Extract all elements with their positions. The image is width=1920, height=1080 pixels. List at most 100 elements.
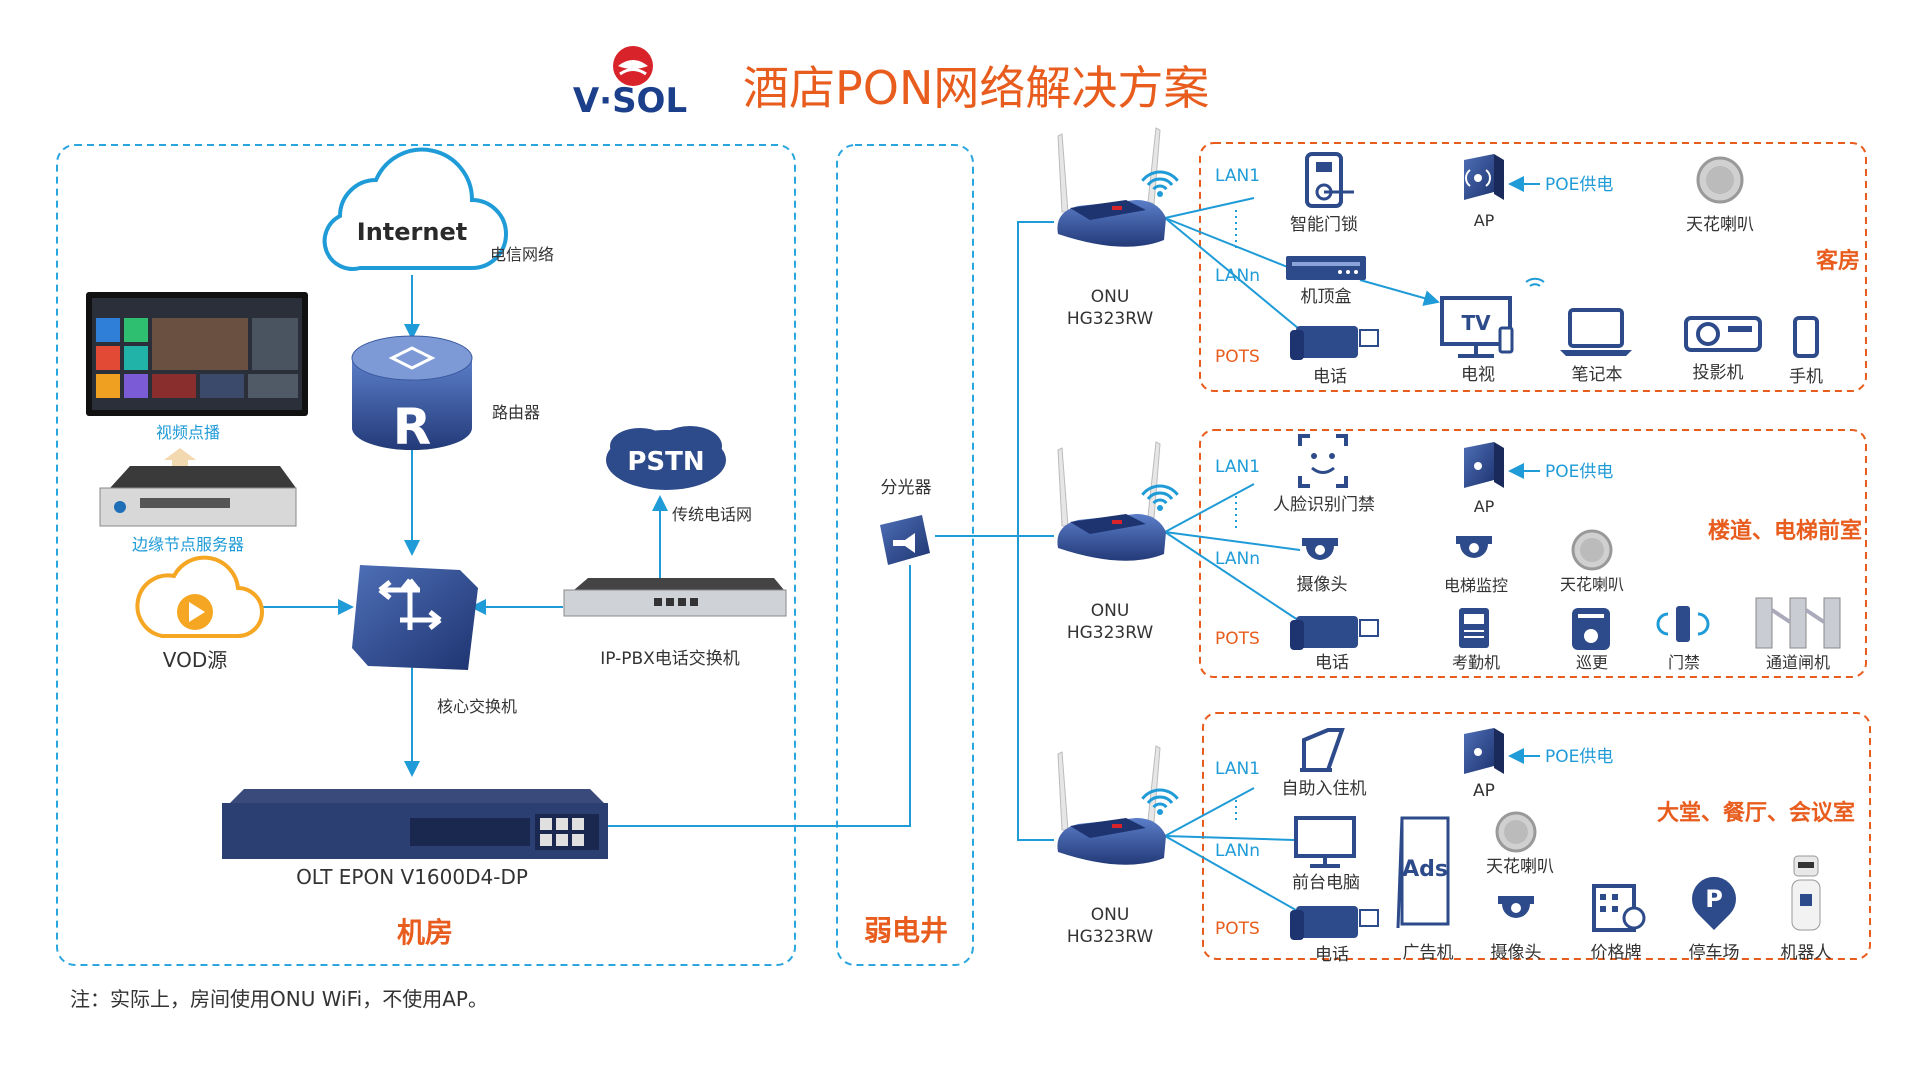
wifi-icon — [1141, 484, 1179, 511]
ceiling-speaker-icon — [1571, 529, 1613, 571]
onu-label: ONU — [1091, 601, 1130, 621]
attendance-machine-icon — [1459, 608, 1489, 648]
self-check-in-kiosk-icon — [1300, 728, 1345, 772]
device-label: 笔记本 — [1572, 365, 1623, 385]
pstn-net-label: 传统电话网 — [672, 505, 752, 524]
vod-source-label: VOD源 — [163, 648, 227, 672]
svg-text:P: P — [1705, 885, 1723, 913]
core-switch — [352, 565, 478, 670]
port-label-lann: LANn — [1215, 266, 1260, 286]
pstn-label: PSTN — [627, 447, 704, 477]
device-label: 机器人 — [1781, 943, 1832, 963]
vod-source — [135, 555, 264, 638]
tv-icon: TV — [1440, 296, 1514, 358]
elevator-camera-icon — [1456, 536, 1492, 558]
olt-device — [222, 789, 608, 859]
device-label: 价格牌 — [1591, 943, 1642, 963]
wifi-icon — [1141, 170, 1179, 197]
lobby-zone — [1202, 712, 1871, 960]
onu-pots-link — [1164, 531, 1311, 629]
machine-room-label: 机房 — [397, 916, 453, 949]
edge-server — [99, 466, 297, 527]
splitter-onu3-link — [1017, 536, 1054, 841]
wifi-icon — [1141, 788, 1179, 815]
patrol-device-icon — [1572, 608, 1610, 650]
onu-pots-link — [1164, 217, 1311, 339]
dome-camera-icon — [1498, 896, 1534, 918]
onu-lann-link — [1164, 531, 1301, 551]
device-label: 门禁 — [1668, 653, 1700, 672]
device-label: 电话 — [1315, 653, 1349, 673]
device-label: 摄像头 — [1491, 943, 1542, 963]
group-title: 客房 — [1816, 248, 1860, 274]
ip-pbx — [563, 578, 787, 617]
ads-icon-text: Ads — [1402, 857, 1448, 882]
smart-lock-icon — [1305, 152, 1354, 208]
weak-well-zone — [836, 144, 974, 966]
onu-lann-link — [1164, 835, 1295, 841]
device-label: AP — [1474, 497, 1495, 516]
parking-icon: P — [1692, 876, 1736, 930]
face-recognition-icon — [1298, 434, 1348, 488]
desktop-computer-icon — [1294, 816, 1356, 868]
port-label-pots: POTS — [1215, 629, 1260, 649]
device-label: 天花喇叭 — [1686, 215, 1754, 235]
access-control-icon — [1656, 606, 1710, 642]
device-label: 停车场 — [1689, 943, 1740, 963]
device-label: 考勤机 — [1452, 653, 1500, 672]
router-icon: R — [393, 398, 432, 456]
access-point-icon — [1464, 728, 1504, 774]
port-label-lan1: LAN1 — [1215, 457, 1260, 477]
device-label: AP — [1474, 211, 1495, 230]
ip-phone-icon — [1290, 906, 1379, 940]
device-label: 电话 — [1313, 367, 1347, 387]
device-label: 广告机 — [1403, 943, 1454, 963]
guest-room-zone — [1199, 142, 1867, 392]
footnote: 注：实际上，房间使用ONU WiFi，不使用AP。 — [70, 987, 488, 1011]
olt-label: OLT EPON V1600D4-DP — [296, 865, 528, 889]
router-label: 路由器 — [492, 403, 540, 422]
onu-lan1-link — [1164, 197, 1255, 219]
olt-splitter-link — [600, 565, 911, 827]
laptop-icon — [1560, 308, 1632, 356]
optical-splitter — [880, 515, 930, 565]
router: R — [351, 335, 473, 456]
onu-lan1-link — [1164, 787, 1255, 837]
ip-phone-icon — [1290, 326, 1379, 360]
robot-icon — [1791, 855, 1821, 931]
corridor-zone — [1199, 429, 1867, 678]
poe-label: POE供电 — [1545, 462, 1613, 482]
weak-well-label: 弱电井 — [864, 914, 948, 947]
device-label: 天花喇叭 — [1486, 857, 1554, 877]
device-label: 手机 — [1789, 367, 1823, 387]
splitter-onu1-link — [1017, 221, 1054, 536]
group-title: 大堂、餐厅、会议室 — [1657, 800, 1855, 826]
tv-icon-text: TV — [1461, 311, 1491, 335]
telecom-label: 电信网络 — [490, 245, 554, 264]
device-label: 摄像头 — [1297, 575, 1348, 595]
port-label-lann: LANn — [1215, 549, 1260, 569]
edge-server-label: 边缘节点服务器 — [132, 535, 244, 554]
device-label: 投影机 — [1693, 363, 1744, 383]
dome-camera-icon — [1302, 538, 1338, 560]
onu-model-label: HG323RW — [1067, 309, 1154, 329]
ceiling-speaker-icon — [1696, 156, 1744, 204]
splitter-label: 分光器 — [881, 478, 932, 498]
onu-label: ONU — [1091, 287, 1130, 307]
vod-screen — [86, 292, 308, 416]
turnstile-icon — [1755, 597, 1841, 649]
wifi-icon — [1525, 277, 1545, 287]
device-label: 通道闸机 — [1766, 653, 1830, 672]
cloud-icon — [322, 147, 508, 271]
projector-icon — [1684, 316, 1762, 352]
ip-pbx-label: IP-PBX电话交换机 — [600, 649, 740, 669]
device-label: 电视 — [1461, 365, 1495, 385]
device-label: 机顶盒 — [1301, 287, 1352, 307]
device-label: 天花喇叭 — [1560, 575, 1624, 594]
machine-room-zone — [56, 144, 796, 966]
poe-label: POE供电 — [1545, 175, 1613, 195]
poe-label: POE供电 — [1545, 747, 1613, 767]
